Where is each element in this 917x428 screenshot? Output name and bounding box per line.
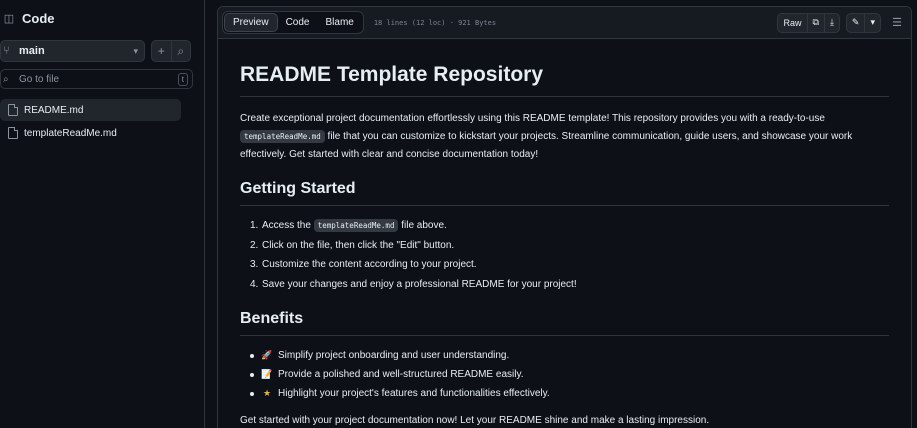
tab-preview[interactable]: Preview xyxy=(224,13,278,32)
list-number: 2. xyxy=(250,239,259,251)
readme-content: README Template Repository Create except… xyxy=(218,39,911,428)
star-icon: ★ xyxy=(262,388,272,398)
sidebar-header: ◫ Code xyxy=(0,8,55,28)
go-to-file-placeholder: Go to file xyxy=(19,73,60,85)
go-to-file-input[interactable]: ⌕ Go to file t xyxy=(0,69,193,89)
keyboard-shortcut-badge: t xyxy=(177,72,188,86)
benefit-text: Provide a polished and well-structured R… xyxy=(278,369,524,380)
readme-title: README Template Repository xyxy=(240,63,889,97)
sidebar-title: Code xyxy=(22,10,55,26)
inline-code: templateReadMe.md xyxy=(313,219,399,232)
branch-row: ⑂ main ▾ + ⌕ xyxy=(0,40,193,62)
branch-icon: ⑂ xyxy=(3,45,10,57)
chevron-down-icon: ▾ xyxy=(133,45,138,56)
benefit-text: Highlight your project's features and fu… xyxy=(278,388,550,399)
file-name: README.md xyxy=(24,104,84,116)
step-text: Access the xyxy=(262,220,314,231)
list-item: ★ Highlight your project's features and f… xyxy=(240,384,889,403)
intro-text-start: Create exceptional project documentation… xyxy=(240,113,825,124)
bullet xyxy=(250,391,254,396)
file-name: templateReadMe.md xyxy=(24,127,117,139)
add-file-icon[interactable]: + xyxy=(157,44,165,58)
download-icon[interactable]: ⤓ xyxy=(823,13,839,32)
bullet xyxy=(250,372,254,377)
list-item: 2.Click on the file, then click the "Edi… xyxy=(240,236,889,256)
list-item: 🚀 Simplify project onboarding and user un… xyxy=(240,346,889,365)
file-actions-group: + ⌕ xyxy=(151,40,191,62)
pencil-icon[interactable]: ✎ xyxy=(851,17,860,27)
list-number: 4. xyxy=(250,278,259,290)
bullet xyxy=(250,353,254,358)
file-icon xyxy=(8,104,18,116)
file-item-template-readme[interactable]: templateReadMe.md xyxy=(0,122,181,144)
list-item: 📝 Provide a polished and well-structured … xyxy=(240,365,889,384)
sidebar-toggle-icon[interactable]: ◫ xyxy=(3,12,15,25)
file-tree-sidebar: ◫ Code ⑂ main ▾ + ⌕ ⌕ Go to file t READM… xyxy=(0,0,205,428)
benefit-text: Simplify project onboarding and user und… xyxy=(278,350,510,361)
branch-selector[interactable]: ⑂ main ▾ xyxy=(0,40,145,62)
step-text: Click on the file, then click the "Edit"… xyxy=(262,239,455,251)
copy-icon[interactable]: ⧉ xyxy=(806,13,824,32)
toolbar-actions: Raw ⧉ ⤓ ✎ ▾ ☰ xyxy=(777,12,907,33)
inline-code: templateReadMe.md xyxy=(240,130,325,143)
outline-list-icon[interactable]: ☰ xyxy=(892,17,902,29)
list-item: 4.Save your changes and enjoy a professi… xyxy=(240,275,889,295)
list-number: 3. xyxy=(250,259,259,270)
getting-started-heading: Getting Started xyxy=(240,179,889,206)
tab-blame[interactable]: Blame xyxy=(325,17,354,28)
file-item-readme[interactable]: README.md xyxy=(0,99,181,121)
step-text: Customize the content according to your … xyxy=(262,259,477,270)
memo-icon: 📝 xyxy=(261,369,273,379)
file-toolbar: Preview Code Blame 18 lines (12 loc) · 9… xyxy=(218,7,911,39)
file-viewer: Preview Code Blame 18 lines (12 loc) · 9… xyxy=(217,6,912,428)
list-item: 3.Customize the content according to you… xyxy=(240,255,889,275)
raw-actions-group: Raw ⧉ ⤓ xyxy=(777,12,840,33)
search-icon[interactable]: ⌕ xyxy=(170,41,191,61)
list-item: 1.Access the templateReadMe.md file abov… xyxy=(240,216,889,236)
list-number: 1. xyxy=(250,220,259,231)
step-text: file above. xyxy=(398,220,447,231)
closing-paragraph: Get started with your project documentat… xyxy=(240,415,710,426)
intro-paragraph: Create exceptional project documentation… xyxy=(240,110,889,164)
edit-actions-group: ✎ ▾ xyxy=(845,12,881,33)
file-icon xyxy=(8,127,18,139)
file-list: README.md templateReadMe.md xyxy=(0,99,181,145)
getting-started-list: 1.Access the templateReadMe.md file abov… xyxy=(240,216,889,294)
file-info: 18 lines (12 loc) · 921 Bytes xyxy=(373,18,497,27)
benefits-list: 🚀 Simplify project onboarding and user un… xyxy=(240,346,889,403)
tab-code[interactable]: Code xyxy=(285,17,310,28)
branch-name: main xyxy=(19,45,45,57)
benefits-heading: Benefits xyxy=(240,309,889,336)
raw-button[interactable]: Raw xyxy=(783,17,802,28)
step-text: Save your changes and enjoy a profession… xyxy=(262,278,577,290)
chevron-down-icon[interactable]: ▾ xyxy=(864,13,880,32)
intro-text-end: file that you can customize to kickstart… xyxy=(240,131,853,160)
search-icon: ⌕ xyxy=(3,73,9,85)
rocket-icon: 🚀 xyxy=(261,350,273,360)
view-mode-tabs: Preview Code Blame xyxy=(222,11,364,34)
